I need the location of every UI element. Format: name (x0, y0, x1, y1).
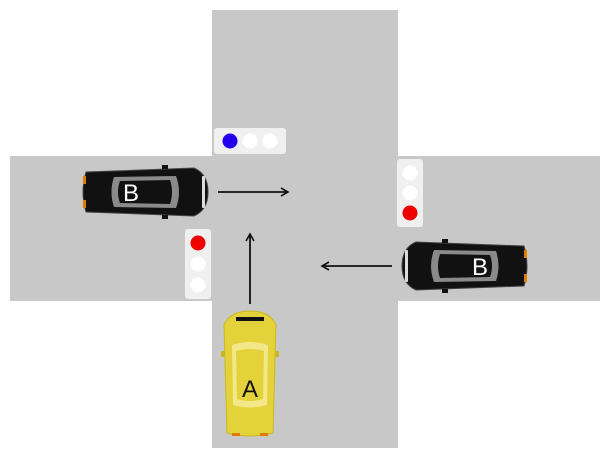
car-headlight-front (202, 176, 205, 208)
car-a (221, 310, 279, 437)
car-rear-light-right (524, 250, 527, 258)
signal-west-light-2 (190, 256, 206, 272)
car-rear-light-right (83, 200, 86, 208)
car-rear-light-right (260, 433, 268, 436)
car-mirror-right (275, 351, 279, 357)
signal-north-light-2 (242, 133, 258, 149)
car-mirror-left (442, 289, 448, 293)
signal-east-light-2 (402, 185, 418, 201)
car-roof-sign (236, 317, 264, 321)
car-rear-light-left (232, 433, 240, 436)
signal-north (214, 128, 286, 154)
car-rear-light-left (524, 274, 527, 282)
signal-east (397, 159, 423, 227)
car-headlight-front (405, 250, 408, 282)
car-roof (438, 254, 492, 278)
signal-east-light-1 (402, 165, 418, 181)
signal-east-light-3 (402, 205, 418, 221)
car-b-east-label: B (472, 254, 488, 281)
car-b-east (401, 239, 528, 293)
car-mirror-left (162, 165, 168, 169)
signal-north-light-1 (222, 133, 238, 149)
car-roof (236, 349, 264, 401)
signal-west (185, 229, 211, 299)
car-mirror-right (442, 239, 448, 243)
signal-west-light-1 (190, 235, 206, 251)
car-mirror-left (221, 351, 225, 357)
signal-north-light-3 (262, 133, 278, 149)
car-roof (118, 180, 172, 204)
car-b-west: B (82, 165, 209, 219)
car-b-west-label: B (123, 180, 139, 207)
car-mirror-right (162, 215, 168, 219)
car-rear-light-left (83, 176, 86, 184)
road-layer (10, 10, 600, 448)
car-a-label: A (242, 376, 258, 403)
signal-west-light-3 (190, 277, 206, 293)
